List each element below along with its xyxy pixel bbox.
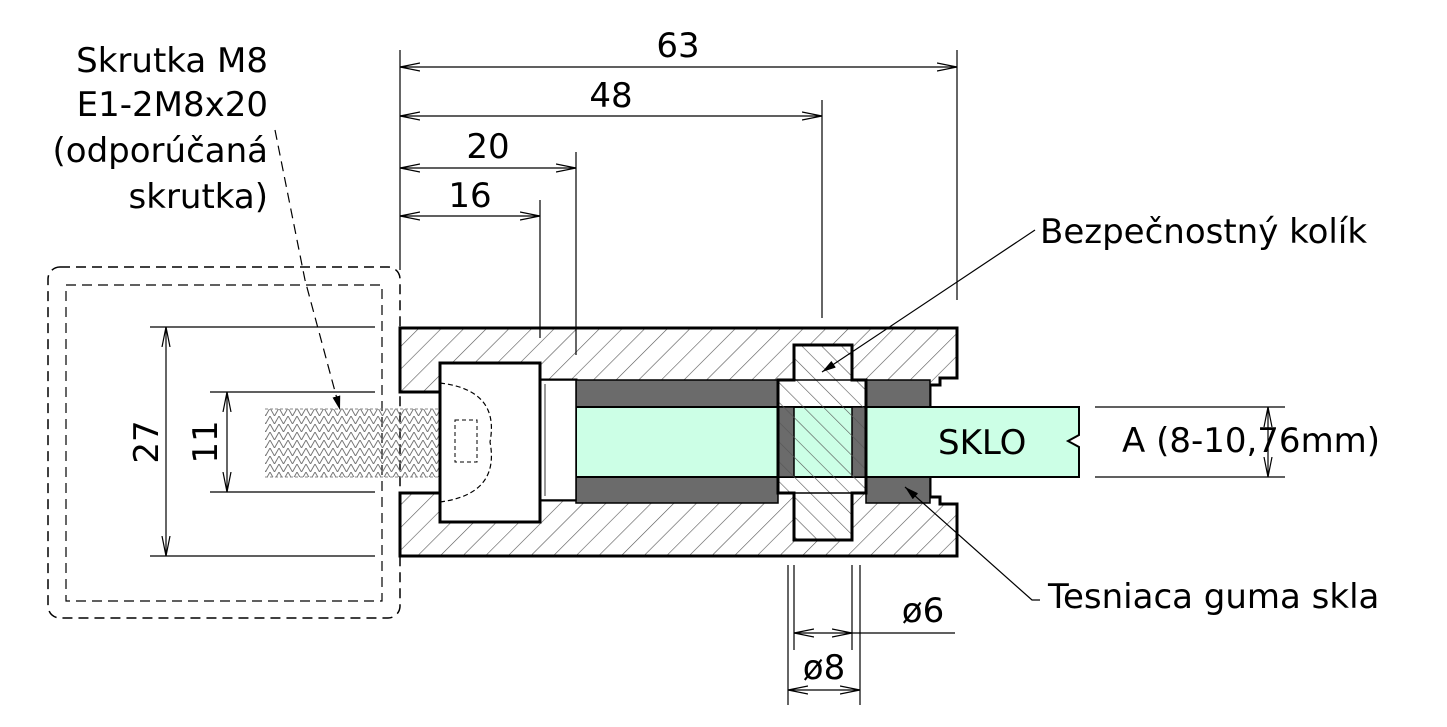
dimension-extension-lines — [150, 50, 1285, 705]
leader-lines — [274, 129, 1040, 601]
safety-pin — [776, 343, 868, 542]
dimension-20: 20 — [466, 127, 509, 167]
dimension-63: 63 — [656, 26, 699, 66]
dimension-phi6: ø6 — [902, 591, 944, 631]
screw-label-line4: skrutka) — [129, 177, 268, 217]
gasket-label: Tesniaca guma skla — [1047, 577, 1379, 617]
dimension-11: 11 — [186, 420, 226, 463]
screw-head — [438, 361, 542, 524]
glass-thickness-label: A (8-10,76mm) — [1122, 421, 1380, 461]
screw-label-line3: (odporúčaná — [53, 131, 268, 171]
safety-pin-label: Bezpečnostný kolík — [1040, 212, 1367, 252]
screw-label-line2: E1-2M8x20 — [77, 85, 268, 125]
dimension-phi8: ø8 — [803, 648, 845, 688]
glass-label: SKLO — [938, 423, 1026, 463]
dimension-lines — [166, 67, 1268, 690]
dimension-16: 16 — [448, 176, 491, 216]
dimension-27: 27 — [127, 420, 167, 463]
screw-thread — [265, 408, 440, 478]
dimension-48: 48 — [589, 76, 632, 116]
screw-insert — [539, 379, 577, 501]
screw-label-line1: Skrutka M8 — [76, 41, 268, 81]
